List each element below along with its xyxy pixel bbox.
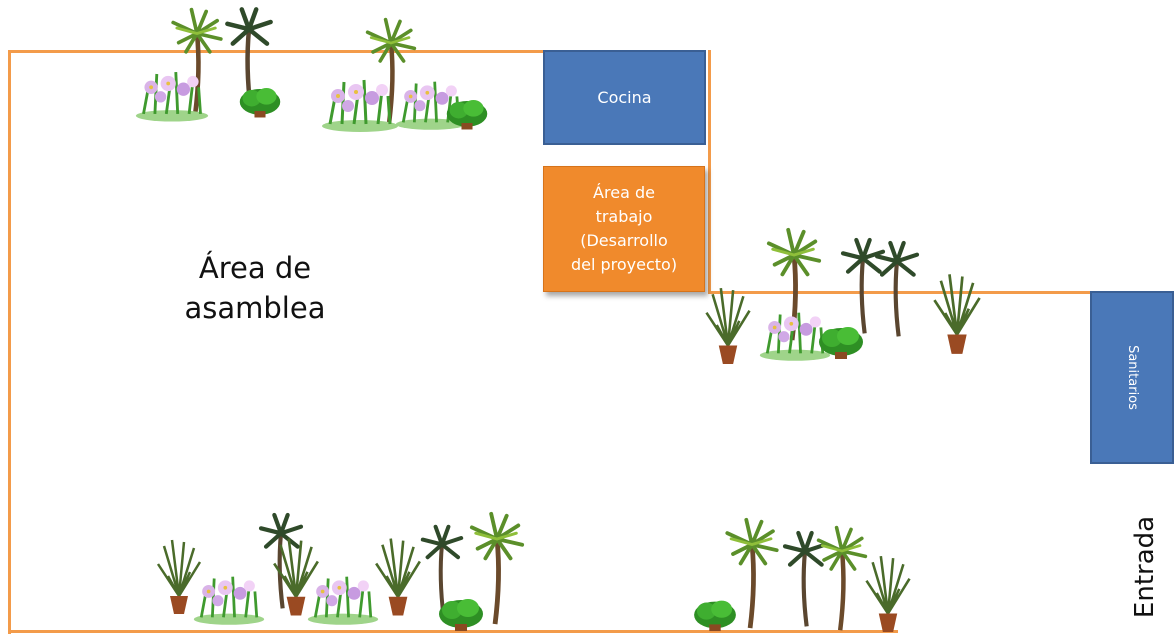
potted-plant-icon xyxy=(930,270,984,356)
wall-top-left xyxy=(8,50,548,53)
room-cocina: Cocina xyxy=(543,50,706,145)
room-cocina-label: Cocina xyxy=(597,88,652,107)
entrada-text: Entrada xyxy=(1130,515,1161,619)
room-area-trabajo: Área de trabajo (Desarrollo del proyecto… xyxy=(543,166,705,292)
entrada-label: Entrada xyxy=(1126,498,1174,634)
room-sanitarios: Sanitarios xyxy=(1090,291,1174,464)
palm-tree-icon xyxy=(872,232,922,344)
wall-left xyxy=(8,50,11,634)
potted-plant-icon xyxy=(372,534,424,618)
potted-plant-icon xyxy=(702,284,754,366)
flower-bed-icon xyxy=(320,70,400,134)
bush-icon xyxy=(816,320,866,360)
area-asamblea-label: Área de asamblea xyxy=(184,251,326,325)
room-sanitarios-label: Sanitarios xyxy=(1124,345,1140,410)
bush-icon xyxy=(444,92,490,132)
palm-tree-icon xyxy=(722,516,782,630)
flower-bed-icon xyxy=(134,62,210,124)
flower-bed-icon xyxy=(306,566,380,628)
flower-bed-icon xyxy=(192,566,266,628)
wall-right-step xyxy=(708,291,1094,294)
wall-bottom xyxy=(8,630,898,633)
room-area-trabajo-label: Área de trabajo (Desarrollo del proyecto… xyxy=(570,183,678,274)
wall-inner-vertical xyxy=(708,50,711,294)
potted-plant-icon xyxy=(862,552,914,634)
bush-icon xyxy=(237,80,283,120)
bush-icon xyxy=(436,592,486,632)
